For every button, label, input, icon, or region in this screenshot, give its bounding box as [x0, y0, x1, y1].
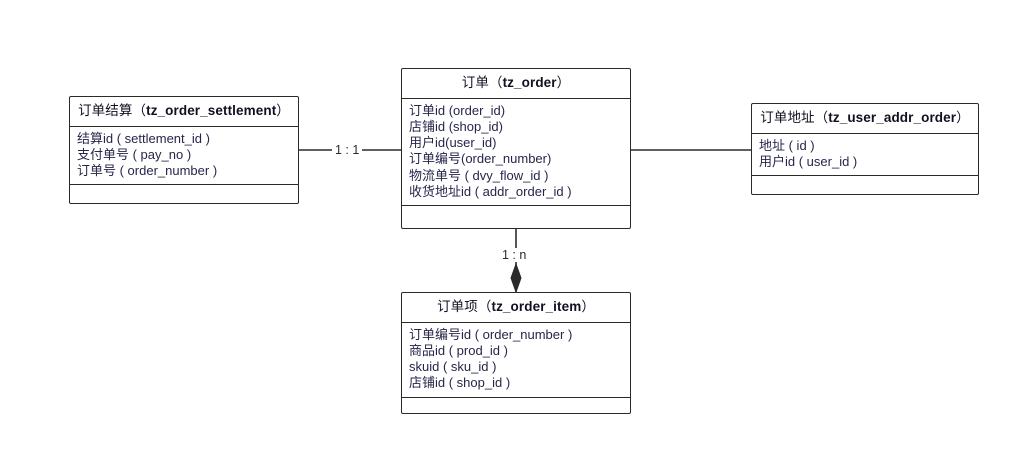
paren-open: （ — [814, 110, 829, 125]
attribute-row: 物流单号 ( dvy_flow_id ) — [409, 167, 549, 183]
attribute-row: skuid ( sku_id ) — [409, 359, 497, 375]
entity-cn-name: 订单地址 — [760, 110, 815, 125]
entity-footer-order-settlement — [70, 185, 298, 205]
paren-open: （ — [132, 103, 147, 118]
attribute-row: 地址 ( id ) — [759, 137, 815, 153]
paren-close: ） — [556, 75, 571, 90]
attribute-row: 用户id(user_id) — [409, 135, 497, 151]
relationship-label-order-orderitem: 1 : n — [499, 248, 530, 262]
attribute-row: 收货地址id ( addr_order_id ) — [409, 183, 572, 199]
attribute-row: 商品id ( prod_id ) — [409, 343, 508, 359]
entity-footer-order — [402, 206, 630, 228]
entity-table-name: tz_user_addr_order — [828, 110, 957, 125]
filled-diamond-marker — [510, 262, 522, 294]
attribute-row: 订单id (order_id) — [409, 102, 506, 118]
entity-table-name: tz_order_settlement — [146, 103, 277, 118]
paren-close: ） — [581, 299, 595, 314]
paren-open: （ — [477, 299, 492, 314]
paren-close: ） — [956, 110, 970, 125]
entity-order-item[interactable]: 订单项（tz_order_item） 订单编号id ( order_number… — [401, 292, 631, 414]
entity-header-user-addr-order: 订单地址（tz_user_addr_order） — [752, 104, 978, 134]
entity-user-addr-order[interactable]: 订单地址（tz_user_addr_order） 地址 ( id ) 用户id … — [751, 103, 979, 195]
attribute-row: 订单号 ( order_number ) — [77, 163, 218, 179]
entity-header-order-item: 订单项（tz_order_item） — [402, 293, 630, 323]
attribute-row: 店铺id (shop_id) — [409, 119, 503, 135]
entity-table-name: tz_order — [502, 75, 557, 90]
relationship-label-settlement-order: 1 : 1 — [332, 143, 363, 157]
entity-cn-name: 订单结算 — [78, 103, 133, 118]
entity-table-name: tz_order_item — [491, 299, 582, 314]
entity-header-order: 订单（tz_order） — [402, 69, 630, 99]
entity-attrs-order: 订单id (order_id) 店铺id (shop_id) 用户id(user… — [402, 99, 630, 207]
paren-open: （ — [488, 75, 503, 90]
attribute-row: 结算id ( settlement_id ) — [77, 130, 210, 146]
entity-header-order-settlement: 订单结算（tz_order_settlement） — [70, 97, 298, 127]
attribute-row: 订单编号(order_number) — [409, 151, 552, 167]
entity-order[interactable]: 订单（tz_order） 订单id (order_id) 店铺id (shop_… — [401, 68, 631, 229]
entity-attrs-order-settlement: 结算id ( settlement_id ) 支付单号 ( pay_no ) 订… — [70, 127, 298, 186]
paren-close: ） — [276, 103, 290, 118]
entity-order-settlement[interactable]: 订单结算（tz_order_settlement） 结算id ( settlem… — [69, 96, 299, 204]
attribute-row: 订单编号id ( order_number ) — [409, 326, 573, 342]
attribute-row: 用户id ( user_id ) — [759, 154, 858, 170]
entity-footer-user-addr-order — [752, 176, 978, 196]
entity-attrs-order-item: 订单编号id ( order_number ) 商品id ( prod_id )… — [402, 323, 630, 398]
entity-footer-order-item — [402, 398, 630, 418]
entity-attrs-user-addr-order: 地址 ( id ) 用户id ( user_id ) — [752, 134, 978, 177]
entity-cn-name: 订单 — [461, 75, 489, 90]
entity-cn-name: 订单项 — [437, 299, 478, 314]
attribute-row: 店铺id ( shop_id ) — [409, 375, 511, 391]
attribute-row: 支付单号 ( pay_no ) — [77, 147, 192, 163]
